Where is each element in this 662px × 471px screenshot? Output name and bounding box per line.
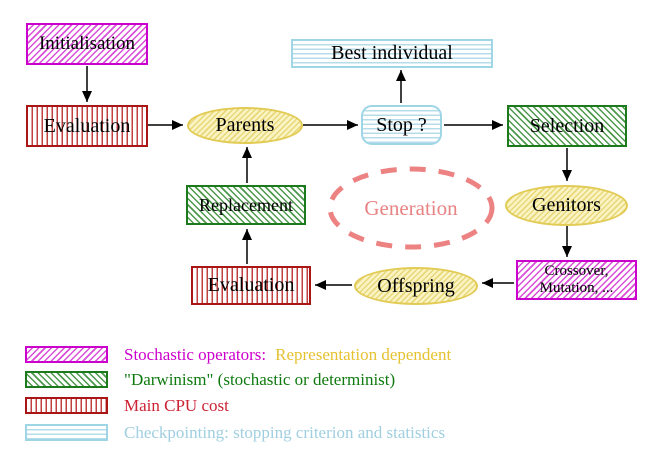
node-crossover-mutation: Crossover, Mutation, ... bbox=[516, 260, 637, 300]
legend-label-cpu-cost: Main CPU cost bbox=[124, 395, 229, 415]
green-hatch-swatch bbox=[25, 371, 108, 388]
legend-item-darwinism: "Darwinism" (stochastic or determinist) bbox=[25, 369, 396, 389]
node-initialisation: Initialisation bbox=[26, 23, 148, 65]
legend-item-main-cpu-cost: Main CPU cost bbox=[25, 395, 229, 415]
crossover-line1: Crossover, bbox=[544, 263, 609, 279]
node-parents: Parents bbox=[187, 107, 303, 144]
magenta-hatch-swatch bbox=[25, 346, 108, 363]
node-selection: Selection bbox=[507, 105, 627, 147]
red-stripes-swatch bbox=[25, 397, 108, 414]
generation-label: Generation bbox=[364, 195, 458, 220]
node-best-individual: Best individual bbox=[291, 39, 493, 68]
node-offspring: Offspring bbox=[354, 267, 478, 305]
node-genitors: Genitors bbox=[505, 185, 628, 226]
legend-item-stochastic-operators: Stochastic operators: Representation depe… bbox=[25, 344, 452, 364]
node-generation: Generation bbox=[325, 164, 497, 252]
legend-label-representation: Representation dependent bbox=[275, 344, 452, 364]
cyan-stripes-swatch bbox=[25, 424, 108, 441]
legend-label-stochastic: Stochastic operators: bbox=[124, 344, 267, 364]
legend-label-checkpointing: Checkpointing: stopping criterion and st… bbox=[124, 422, 446, 442]
node-stop: Stop ? bbox=[361, 105, 442, 145]
node-evaluation-top: Evaluation bbox=[26, 105, 148, 147]
legend-item-checkpointing: Checkpointing: stopping criterion and st… bbox=[25, 422, 446, 442]
generation-dashed-ellipse bbox=[327, 166, 495, 250]
crossover-line2: Mutation, ... bbox=[539, 280, 614, 296]
node-evaluation-bottom: Evaluation bbox=[191, 266, 311, 305]
node-replacement: Replacement bbox=[186, 185, 306, 225]
legend-label-darwinism: "Darwinism" (stochastic or determinist) bbox=[124, 369, 396, 389]
